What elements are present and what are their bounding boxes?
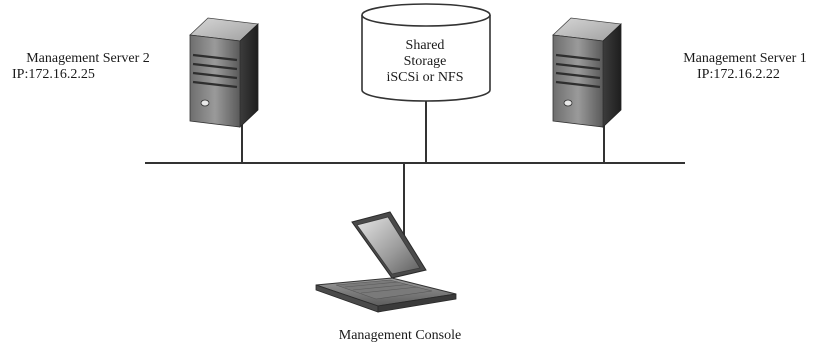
- storage-label: Shared Storage iSCSi or NFS: [362, 38, 488, 86]
- server-right-icon: [552, 17, 622, 128]
- server-right-name: Management Server 1: [683, 51, 807, 66]
- storage-label-line2: Storage: [403, 54, 447, 69]
- storage-label-line1: Shared: [405, 38, 445, 53]
- storage-label-line3: iSCSi or NFS: [386, 70, 464, 85]
- laptop-icon: [315, 211, 457, 313]
- server-right-label: Management Server 1 IP:172.16.2.22: [660, 51, 830, 83]
- storage-cylinder-icon: [361, 3, 491, 102]
- network-bus: [145, 100, 685, 250]
- server-left-label: Management Server 2 IP:172.16.2.25: [8, 51, 168, 83]
- console-label: Management Console: [300, 328, 500, 344]
- server-right-ip: IP:172.16.2.22: [697, 67, 780, 82]
- console-name: Management Console: [338, 328, 462, 343]
- server-left-ip: IP:172.16.2.25: [12, 67, 95, 82]
- server-left-icon: [189, 17, 259, 128]
- server-left-name: Management Server 2: [26, 51, 150, 66]
